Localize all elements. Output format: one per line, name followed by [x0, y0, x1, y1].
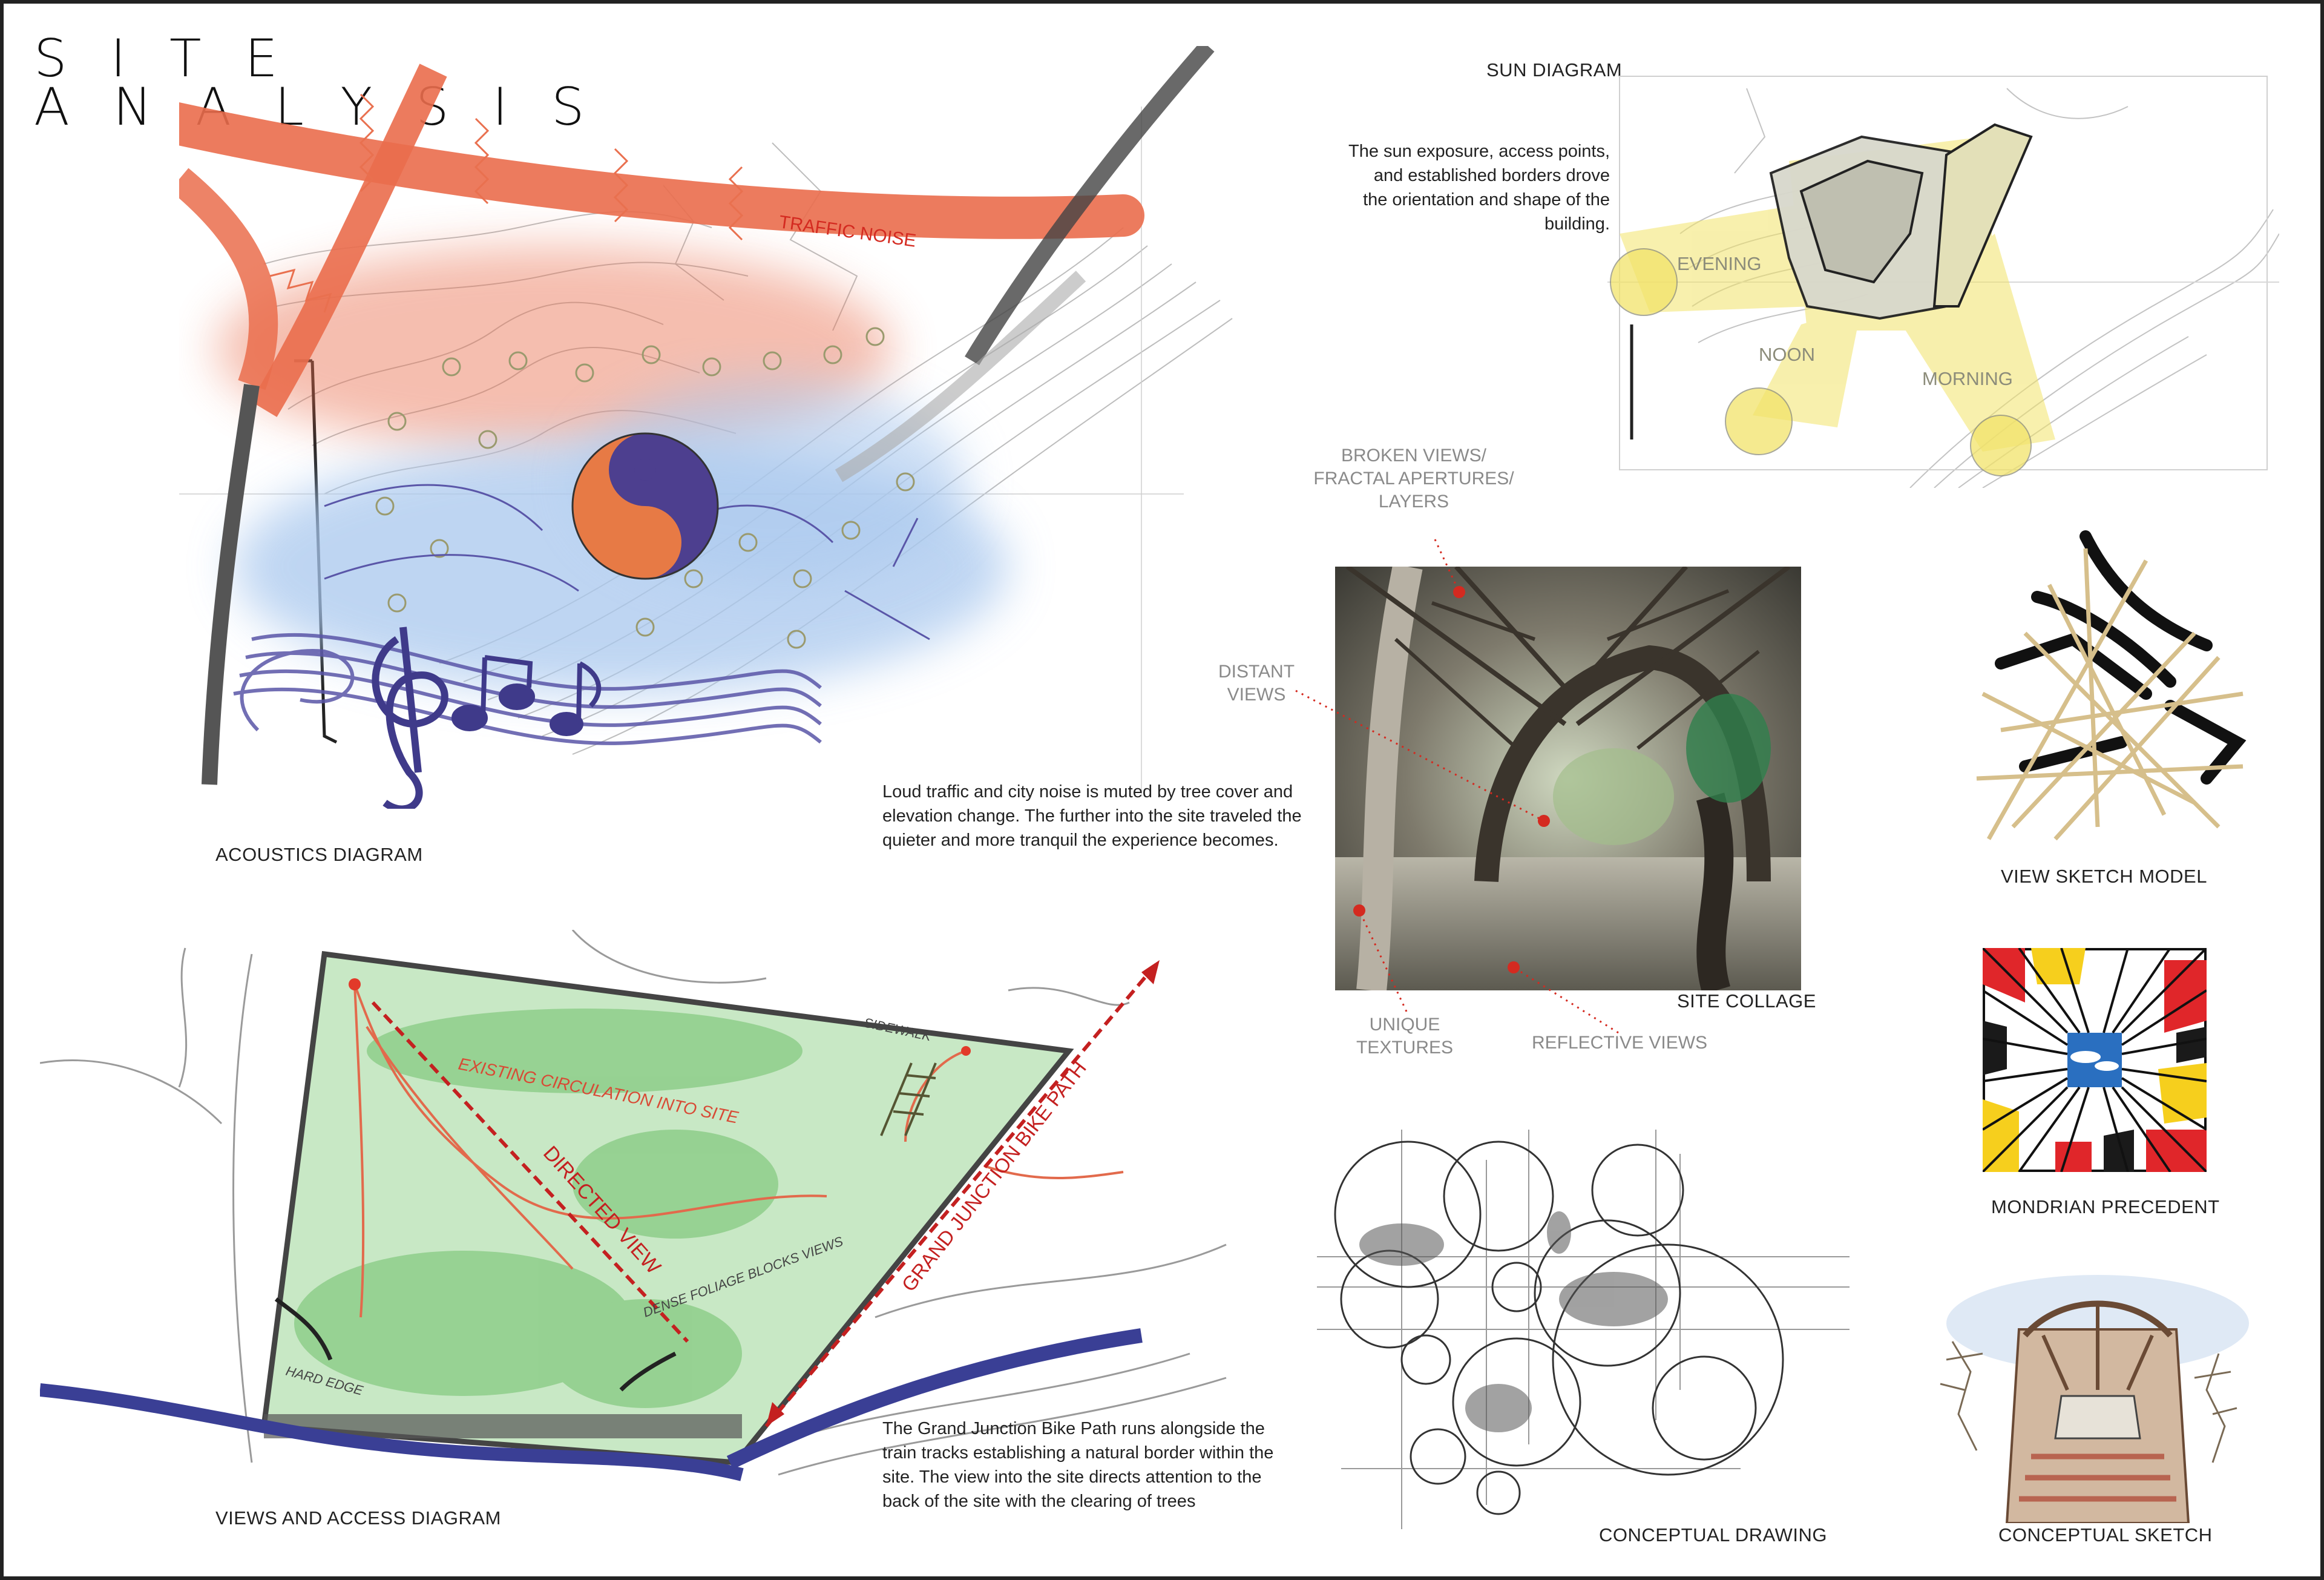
- sun-position-circles: [1610, 248, 2032, 476]
- mondrian-caption: MONDRIAN PRECEDENT: [1991, 1196, 2220, 1217]
- site-collage-photo: [1335, 567, 1801, 990]
- callout-reflective-views: REFLECTIVE VIEWS: [1531, 1033, 1708, 1053]
- title-line-1: SITE: [34, 28, 321, 89]
- callout-distant-views: DISTANT VIEWS: [1218, 662, 1295, 705]
- noise-zigzags: [269, 93, 744, 313]
- title-line-2: ANALYSIS: [34, 77, 628, 137]
- conceptual-sketch-caption: CONCEPTUAL SKETCH: [1998, 1524, 2213, 1545]
- mondrian-precedent: [1983, 948, 2207, 1172]
- sun-caption: SUN DIAGRAM: [1486, 59, 1623, 81]
- sun-noon: NOON: [1759, 344, 1815, 365]
- hard-edge-arrow: [274, 1297, 333, 1361]
- callout-unique-textures: UNIQUE TEXTURES: [1356, 1015, 1454, 1058]
- collage-caption: SITE COLLAGE: [1677, 990, 1816, 1012]
- circulation-dots: [349, 978, 971, 1056]
- views-caption: VIEWS AND ACCESS DIAGRAM: [215, 1507, 501, 1529]
- building-footprint: [1769, 123, 2033, 320]
- sun-description: The sun exposure, access points, and est…: [1348, 142, 1610, 234]
- sidewalk-stair: [880, 1062, 937, 1136]
- rail-tracks: [40, 1383, 744, 1481]
- view-sketch-model-caption: VIEW SKETCH MODEL: [2001, 866, 2207, 887]
- view-sketch-model: [1976, 530, 2247, 841]
- callout-broken-views: BROKEN VIEWS/ FRACTAL APERTURES/ LAYERS: [1313, 446, 1514, 512]
- sun-morning: MORNING: [1922, 368, 2013, 389]
- acoustics-description: Loud traffic and city noise is muted by …: [882, 782, 1302, 850]
- views-access-diagram: DIRECTED VIEW GRAND JUNCTION BIKE PATH E…: [40, 930, 1227, 1481]
- conceptual-sketch: [1940, 1275, 2249, 1523]
- conceptual-drawing-caption: CONCEPTUAL DRAWING: [1599, 1524, 1828, 1545]
- quiet-flow-arrows: [324, 484, 930, 640]
- music-notes-icon: [451, 655, 602, 736]
- yin-yang-symbol: [571, 432, 719, 580]
- music-staff: [233, 633, 822, 745]
- acoustics-caption: ACOUSTICS DIAGRAM: [215, 844, 423, 865]
- directed-view-arrow: [371, 1001, 689, 1343]
- rail-line-gray: [202, 384, 260, 785]
- treble-clef-icon: [372, 627, 448, 809]
- traffic-road-diagonal: [251, 64, 447, 417]
- conceptual-shading: [1359, 1211, 1668, 1432]
- sun-evening: EVENING: [1677, 253, 1762, 274]
- collage-leader-lines: [1295, 539, 1619, 1034]
- sun-diagram: EVENING NOON MORNING: [1607, 76, 2279, 488]
- conceptual-circles: [1334, 1141, 1784, 1515]
- tree-symbols: [375, 327, 915, 649]
- views-description: The Grand Junction Bike Path runs alongs…: [882, 1419, 1274, 1511]
- circulation-arrows: [353, 984, 1124, 1318]
- site-boundary: [310, 360, 338, 744]
- acoustics-diagram: TRAFFIC NOISE: [179, 46, 1233, 809]
- conceptual-drawing: [1317, 1130, 1850, 1529]
- dense-foliage-arrow: [619, 1351, 677, 1392]
- traffic-road-main: [179, 102, 1144, 239]
